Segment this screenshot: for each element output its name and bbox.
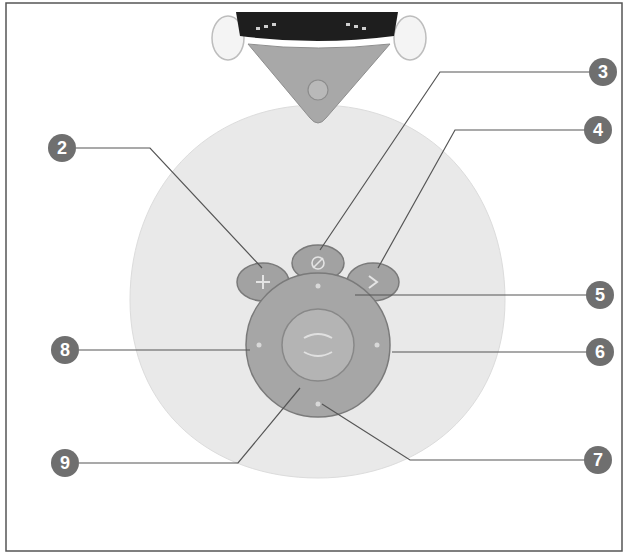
- callout-number: 5: [586, 281, 614, 309]
- callout-number: 2: [48, 134, 76, 162]
- callout-number: 3: [589, 58, 617, 86]
- leader-lines: [76, 72, 589, 463]
- callout-number: 9: [51, 449, 79, 477]
- handle: [394, 16, 426, 60]
- indicator-panel: [248, 44, 390, 123]
- frame: [6, 3, 622, 551]
- pause-symbol: [312, 257, 324, 269]
- next-symbol: [369, 276, 377, 288]
- callout-number: 8: [51, 336, 79, 364]
- display: [236, 12, 398, 41]
- center-symbol: [304, 334, 332, 356]
- plus-symbol: [256, 275, 270, 289]
- callout-number: 6: [586, 338, 614, 366]
- indicator-light: [308, 80, 328, 100]
- callout-number: 7: [584, 446, 612, 474]
- center-button: [282, 309, 354, 381]
- pump-body: [130, 105, 505, 478]
- display-marks: [256, 23, 366, 30]
- ring-dots: [257, 284, 380, 407]
- callout-number: 4: [584, 116, 612, 144]
